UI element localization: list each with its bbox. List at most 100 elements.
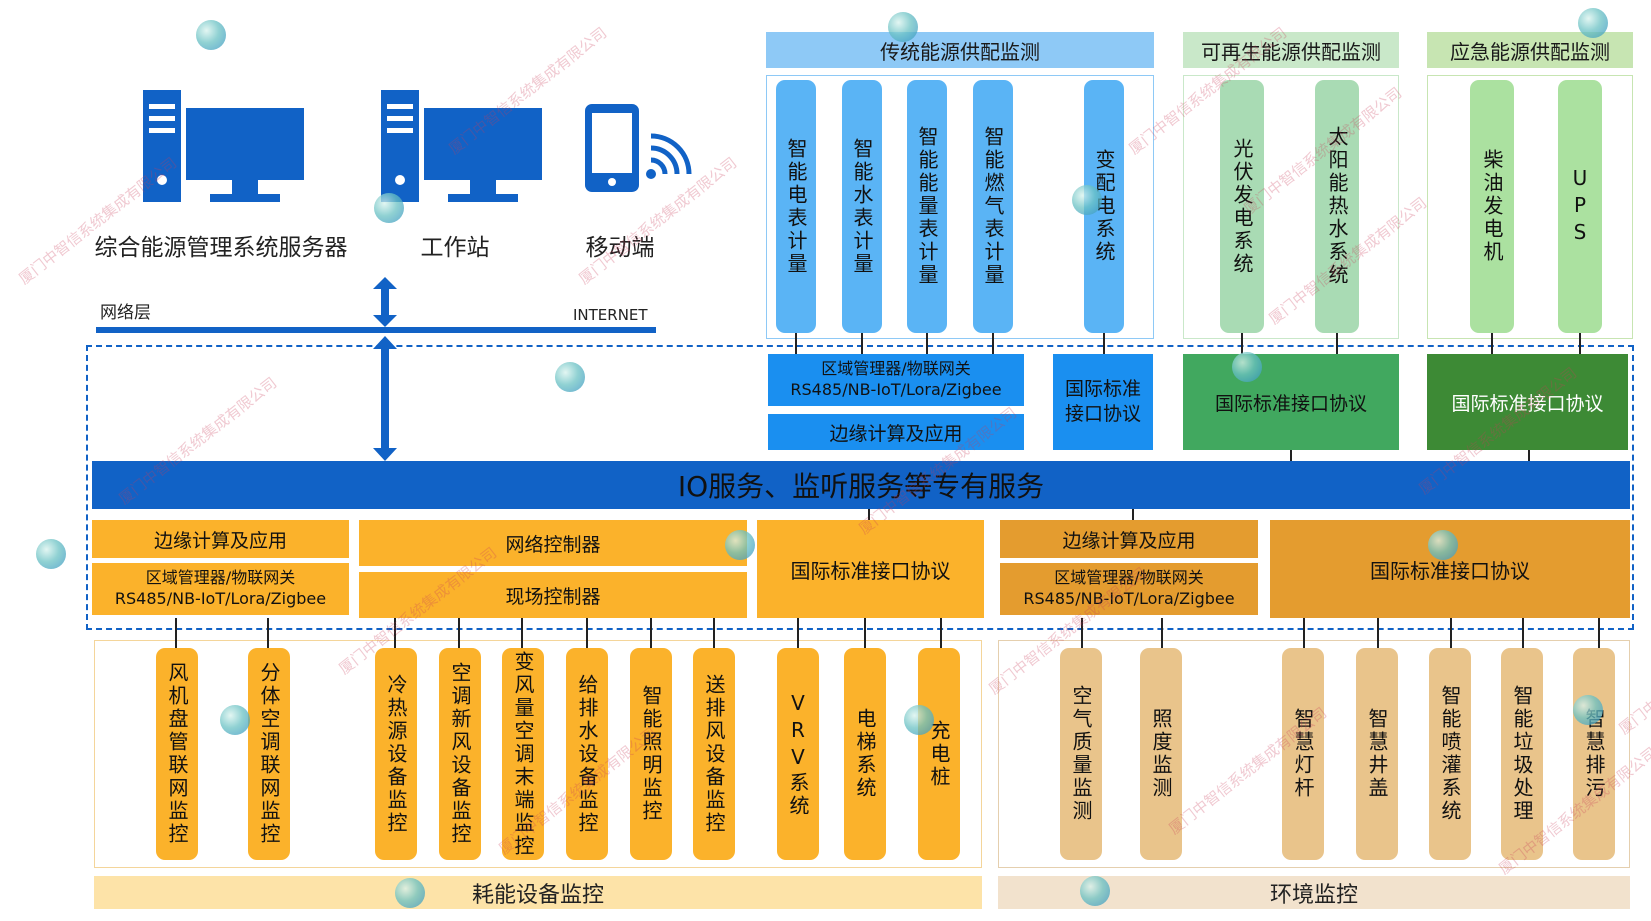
bottom-intl-right-box: 国际标准接口协议 [1270, 520, 1630, 618]
connector-line [861, 333, 863, 354]
connector-line [713, 618, 715, 648]
connector-line [1161, 618, 1163, 648]
mobile-icon [585, 104, 692, 192]
double-arrow-icon [373, 277, 397, 327]
column-trad-cols-4: 变配电系统 [1084, 80, 1124, 333]
column-label: 智能电表计量 [784, 137, 808, 276]
service-boundary [86, 345, 1634, 630]
column-cons-cols-4: 变风量空调末端监控 [502, 648, 544, 860]
workstation-icon [381, 90, 542, 202]
bottom-gateway-right-line2: RS485/NB-IoT/Lora/Zigbee [1023, 589, 1235, 608]
column-label: 充电桩 [927, 719, 951, 789]
traditional-edge-box: 边缘计算及应用 [768, 414, 1024, 450]
column-env-cols-0: 空气质量监测 [1060, 648, 1102, 860]
traditional-header: 传统能源供配监测 [766, 32, 1154, 68]
watermark-logo-icon [36, 539, 66, 569]
connector-line [1598, 618, 1600, 648]
connector-line [175, 618, 177, 648]
connector-line [1377, 618, 1379, 648]
bottom-gateway-left-line1: 区域管理器/物联网关 [145, 568, 296, 588]
connector-line [1579, 333, 1581, 354]
column-label: 变风量空调末端监控 [511, 650, 535, 858]
column-emerg-cols-0: 柴油发电机 [1470, 80, 1514, 333]
column-label: 电梯系统 [853, 708, 877, 800]
watermark-logo-icon [196, 20, 226, 50]
bottom-gateway-right-line1: 区域管理器/物联网关 [1054, 568, 1204, 588]
column-renew-cols-1: 太阳能热水系统 [1315, 80, 1359, 333]
column-label: 分体空调联网监控 [257, 662, 281, 846]
connector-line [1450, 618, 1452, 648]
column-renew-cols-0: 光伏发电系统 [1220, 80, 1264, 333]
traditional-gateway-line1: 区域管理器/物联网关 [821, 359, 971, 379]
network-controller-box: 网络控制器 [359, 520, 747, 566]
connector-line [1491, 333, 1493, 354]
connector-line [940, 618, 942, 648]
bottom-edge-left-box: 边缘计算及应用 [92, 520, 349, 558]
connector-line [267, 618, 269, 648]
traditional-frame [766, 75, 1154, 339]
column-label: UPS [1568, 166, 1592, 247]
connector-line [521, 618, 523, 648]
network-line [96, 327, 656, 333]
connector-line [1522, 618, 1524, 648]
connector-line [992, 333, 994, 354]
emergency-intl-box: 国际标准接口协议 [1427, 354, 1628, 450]
column-label: 智慧井盖 [1365, 708, 1389, 800]
emergency-header: 应急能源供配监测 [1427, 32, 1633, 68]
bottom-intl-mid-box: 国际标准接口协议 [757, 520, 984, 618]
field-controller-box: 现场控制器 [359, 572, 747, 618]
column-cons-cols-8: VRV系统 [777, 648, 819, 860]
server-icon [143, 90, 304, 202]
consumption-footer: 耗能设备监控 [94, 876, 982, 909]
connector-line [1241, 333, 1243, 354]
bottom-gateway-left-box: 区域管理器/物联网关 RS485/NB-IoT/Lora/Zigbee [92, 563, 349, 615]
column-label: 冷热源设备监控 [384, 673, 408, 835]
traditional-gateway-line2: RS485/NB-IoT/Lora/Zigbee [790, 380, 1002, 399]
column-trad-cols-0: 智能电表计量 [776, 80, 816, 333]
traditional-gateway-box: 区域管理器/物联网关 RS485/NB-IoT/Lora/Zigbee [768, 354, 1024, 406]
column-env-cols-6: 智慧排污 [1573, 648, 1615, 860]
column-label: 智能燃气表计量 [981, 126, 1005, 287]
traditional-intl-box: 国际标准接口协议 [1053, 354, 1153, 450]
column-label: 给排水设备监控 [575, 673, 599, 835]
connector-line [1303, 618, 1305, 648]
environment-footer: 环境监控 [998, 876, 1630, 909]
column-label: 智能能量表计量 [915, 126, 939, 287]
io-service-bar: IO服务、监听服务等专有服务 [92, 461, 1630, 509]
connector-line [797, 618, 799, 648]
connector-line [795, 333, 797, 354]
double-arrow-long-icon [373, 336, 397, 461]
network-layer-label: 网络层 [100, 303, 151, 323]
column-label: 智能照明监控 [639, 685, 663, 823]
column-env-cols-2: 智慧灯杆 [1282, 648, 1324, 860]
renewable-intl-box: 国际标准接口协议 [1183, 354, 1399, 450]
column-cons-cols-1: 分体空调联网监控 [248, 648, 290, 860]
bottom-edge-right-box: 边缘计算及应用 [1000, 520, 1258, 558]
column-cons-cols-5: 给排水设备监控 [566, 648, 608, 860]
connector-line [1081, 618, 1083, 648]
column-label: 光伏发电系统 [1230, 137, 1254, 276]
column-cons-cols-3: 空调新风设备监控 [439, 648, 481, 860]
connector-line [458, 618, 460, 648]
bottom-gateway-right-box: 区域管理器/物联网关 RS485/NB-IoT/Lora/Zigbee [1000, 563, 1258, 615]
consumption-frame [94, 640, 982, 868]
column-label: VRV系统 [786, 690, 810, 818]
connector-line [1528, 450, 1530, 461]
server-label: 综合能源管理系统服务器 [94, 235, 348, 261]
column-label: 风机盘管联网监控 [165, 662, 189, 846]
environment-frame [998, 640, 1630, 868]
bottom-gateway-left-line2: RS485/NB-IoT/Lora/Zigbee [114, 589, 327, 608]
column-cons-cols-10: 充电桩 [918, 648, 960, 860]
column-label: 空气质量监测 [1069, 685, 1093, 823]
column-cons-cols-2: 冷热源设备监控 [375, 648, 417, 860]
column-cons-cols-0: 风机盘管联网监控 [156, 648, 198, 860]
column-label: 空调新风设备监控 [448, 662, 472, 846]
column-trad-cols-1: 智能水表计量 [842, 80, 882, 333]
column-env-cols-5: 智能垃圾处理 [1501, 648, 1543, 860]
internet-label: INTERNET [573, 306, 648, 324]
column-env-cols-4: 智能喷灌系统 [1429, 648, 1471, 860]
connector-line [868, 509, 870, 520]
column-cons-cols-7: 送排风设备监控 [693, 648, 735, 860]
column-label: 智能喷灌系统 [1438, 685, 1462, 823]
column-label: 送排风设备监控 [702, 673, 726, 835]
